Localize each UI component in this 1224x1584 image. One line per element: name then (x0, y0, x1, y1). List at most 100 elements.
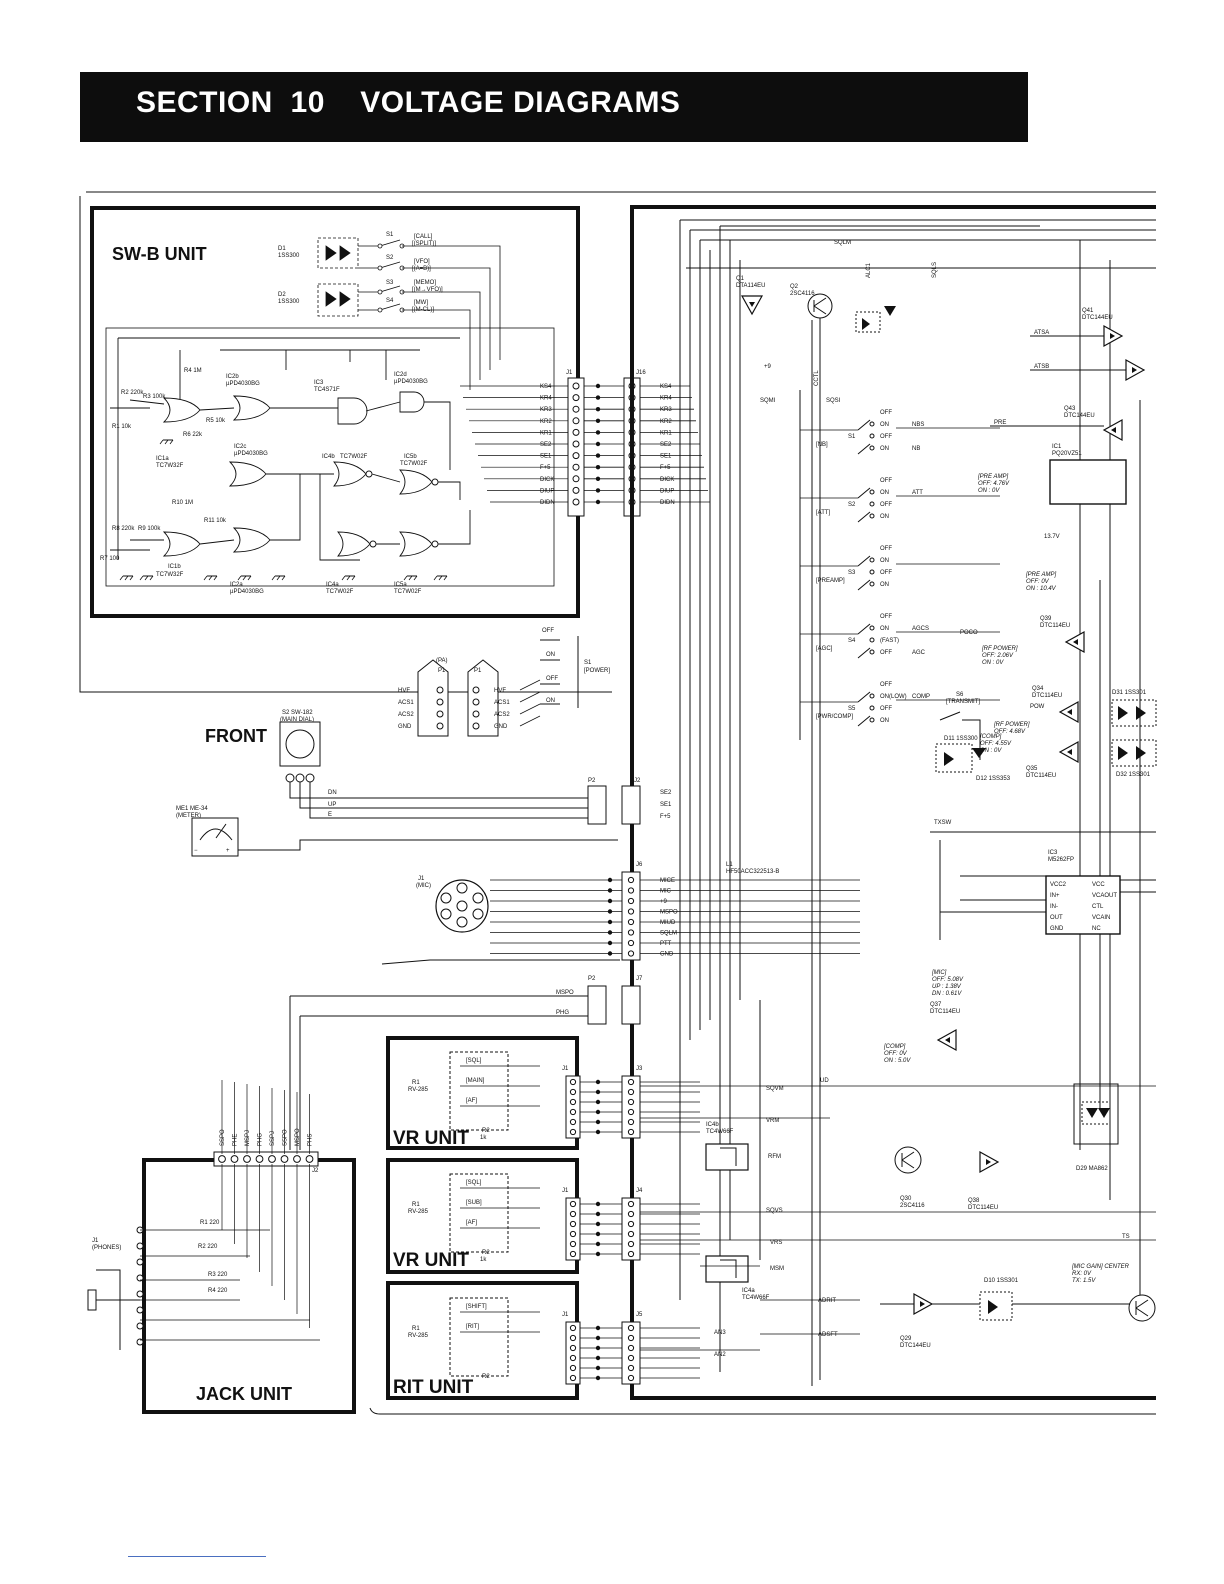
vr-r1-ref: R1 (412, 1326, 420, 1332)
q38-label: Q38 (968, 1198, 980, 1204)
switch-contact (869, 489, 875, 495)
switch-pos-label: ON(LOW) (880, 694, 907, 700)
switch-ref: S2 (848, 502, 856, 508)
switch-contact (869, 513, 875, 519)
meter-ref: ME1 ME-34 (176, 806, 208, 812)
annotation-line: ON : 0V (982, 660, 1004, 666)
dial-dn: DN (328, 790, 337, 796)
q41-q43-ic1-section: ATSA ATSB PRE Q41 DTC144EU Q43 DTC144EU … (990, 308, 1157, 779)
switch-net: ATT (912, 490, 923, 496)
annotation-head: [COMP] (979, 734, 1002, 740)
switch-pos-label: OFF (880, 502, 892, 508)
ic3-pin-left: VCC2 (1050, 882, 1067, 888)
switch-ref: S1 (848, 434, 856, 440)
phg-label: PHG (556, 1010, 569, 1016)
q37-label: Q37 (930, 1002, 942, 1008)
vr-main-pin (627, 1118, 635, 1126)
r6-label: R6 22k (183, 432, 203, 438)
switch-ref: S5 (848, 706, 856, 712)
s2-dial-ref: S2 SW-182 (282, 710, 313, 716)
s2-sub: [(A=B)] (412, 266, 431, 272)
ic2d-ref: IC2d (394, 372, 407, 378)
d32-label: D32 1SS301 (1116, 772, 1151, 778)
ic3-pin-right: NC (1092, 926, 1101, 932)
net-sqlm: SQLM (834, 240, 851, 246)
j1-pin-label: DIUP (540, 488, 554, 494)
section-header-banner: SECTION 10 VOLTAGE DIAGRAMS (80, 72, 1028, 142)
q35-type: DTC114EU (1026, 773, 1056, 779)
sw-b-switches (317, 237, 501, 390)
switch-lever (857, 443, 871, 455)
ic4b-sw-type: TC7W02F (340, 454, 368, 460)
footer-link-underline (128, 1556, 266, 1557)
net-pow: POW (1030, 704, 1045, 710)
vr-main-connector (621, 1075, 641, 1139)
vr-pin (569, 1098, 577, 1106)
s6-label: [TRANSMIT] (946, 699, 980, 705)
j2-label: J2 (634, 778, 641, 784)
vr-pin (569, 1088, 577, 1096)
net-adsft: ADSFT (818, 1332, 838, 1338)
ic3-pin-left: OUT (1050, 915, 1063, 921)
switch-pos-label: OFF (880, 570, 892, 576)
phones-contact (136, 1242, 144, 1250)
annotation-line: OFF: 2.06V (982, 653, 1014, 659)
j16-pin-label: F+5 (660, 465, 671, 471)
q34-type: DTC114EU (1032, 693, 1062, 699)
vr-pot-tag: [SQL] (466, 1058, 482, 1064)
vr-main-pin (627, 1128, 635, 1136)
switch-contact (869, 717, 875, 723)
s3-sub: [(M→VFO)] (412, 287, 443, 293)
switch-contact (869, 445, 875, 451)
ic1b-type: TC7W32F (156, 572, 184, 578)
ic2b-type: µPD4030BG (226, 381, 260, 387)
switch-lever (857, 419, 871, 431)
switch-contact (869, 693, 875, 699)
jack-pin-label: PHE (233, 1134, 239, 1146)
switch-pos-label: (FAST) (880, 638, 899, 644)
ic3-pin-right: VCAOUT (1092, 893, 1117, 899)
ic3-type: TC4S71F (314, 387, 340, 393)
vr-r2-val: 1k (480, 1257, 487, 1263)
r11-label: R11 10k (204, 518, 227, 524)
j1-label: J1 (566, 370, 573, 376)
p1b-pin-label: GND (494, 724, 508, 730)
d11-label: D11 1SS300 (944, 736, 978, 742)
q29-type: DTC144EU (900, 1343, 931, 1349)
switch-pos-top: OFF (880, 614, 892, 620)
vr-main-pin (627, 1334, 635, 1342)
p1b-pin (472, 698, 480, 706)
p1-pin-label: HVF (398, 688, 410, 694)
j6-pin-label: GND (660, 952, 674, 958)
net-sqvs: SQVS (766, 1208, 783, 1214)
q1-q2-section: Q1 DTA114EU Q2 2SC4116 SQLM ALC1 SQLS +9… (736, 240, 938, 404)
d2-type: 1SS300 (278, 299, 300, 305)
vr-r1-ref: R1 (412, 1202, 420, 1208)
j1-pin (572, 440, 580, 448)
jack-pin (280, 1155, 289, 1163)
net-an2: AN2 (714, 1352, 726, 1358)
annotation-head: [PRE AMP] (1025, 572, 1056, 578)
switch-lever (857, 691, 871, 703)
switch-group-label: [NB] (816, 442, 828, 448)
switch-contact (869, 557, 875, 563)
ic4b-sw-ref: IC4b (322, 454, 335, 460)
vr-pin (569, 1324, 577, 1332)
vr-pot-tag: [MAIN] (466, 1078, 485, 1084)
vr-r1-type: RV-285 (408, 1333, 429, 1339)
p1b-label: P1 (474, 668, 482, 674)
vr-pin (569, 1250, 577, 1258)
annotation-line: ON : 0V (980, 748, 1002, 754)
jack-unit-box: JACK UNIT (142, 1158, 356, 1414)
phones-contact (136, 1338, 144, 1346)
vr-pin (569, 1374, 577, 1382)
j1-pin (572, 394, 580, 402)
j16-pin-label: KR2 (660, 419, 672, 425)
switch-ref: S4 (848, 638, 856, 644)
vr-pin (569, 1078, 577, 1086)
vr-main-connector (621, 1321, 641, 1385)
annotation-line: ON : 10.4V (1026, 586, 1057, 592)
ic4b-type: TC4W66F (706, 1129, 734, 1135)
jack-pin (255, 1155, 264, 1163)
s1-sub: [(SPLIT)] (412, 241, 436, 247)
